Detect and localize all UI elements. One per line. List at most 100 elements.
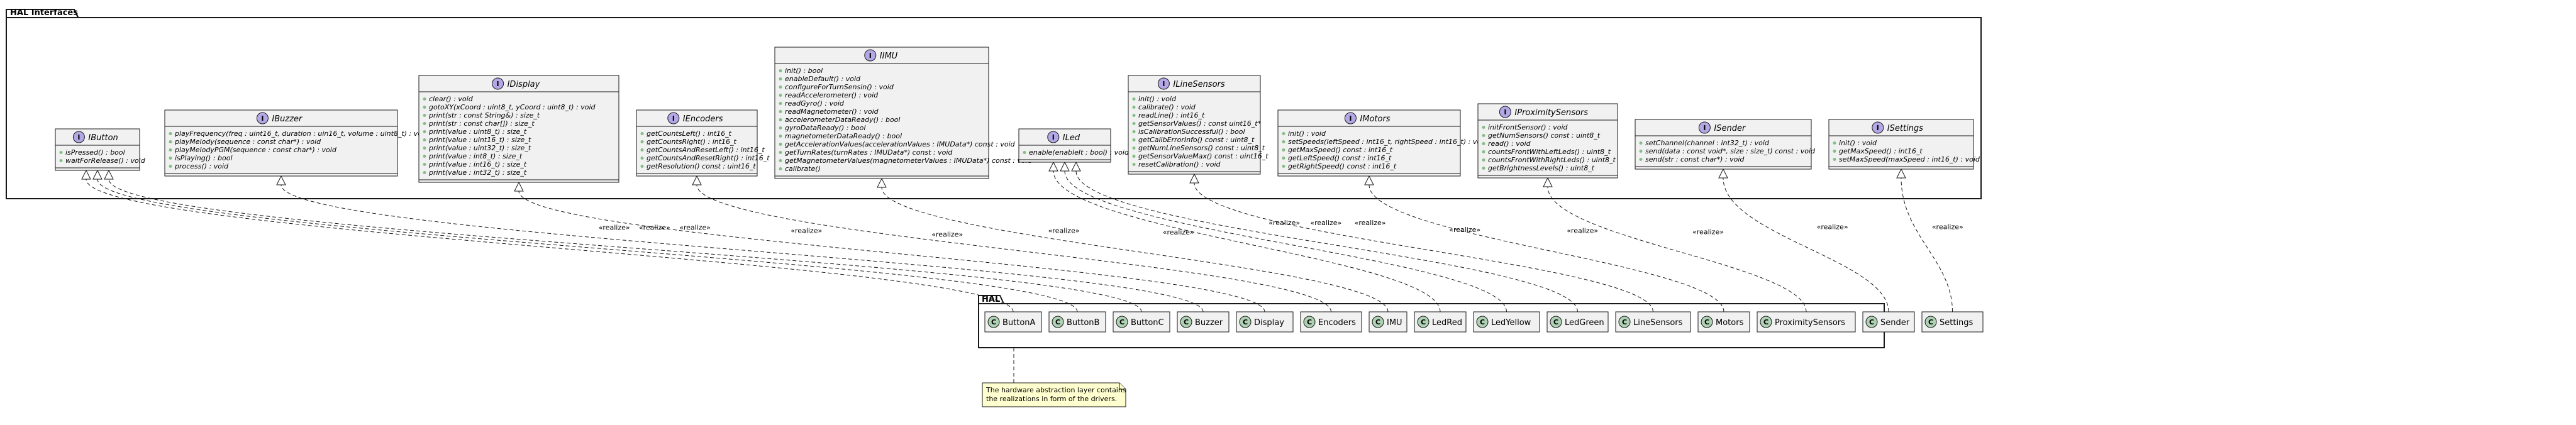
interface-badge-letter: I: [1703, 124, 1706, 132]
interface-member: process() : void: [174, 162, 229, 170]
public-member-icon: [1132, 138, 1136, 141]
interface-member: magnetometerDataReady() : bool: [785, 132, 902, 140]
public-member-icon: [1833, 158, 1836, 161]
public-member-icon: [1833, 150, 1836, 153]
public-member-icon: [1282, 165, 1285, 168]
interface-member: getResolution() const : uint16_t: [647, 162, 756, 170]
realize-label: «realize»: [679, 224, 711, 232]
interface-box: [1277, 109, 1461, 177]
interface-badge-icon: [72, 131, 85, 143]
public-member-icon: [779, 126, 782, 130]
public-member-icon: [1482, 126, 1485, 129]
public-member-icon: [1482, 150, 1485, 153]
public-member-icon: [640, 132, 644, 135]
interface-member: print(value : uint32_t) : size_t: [428, 144, 531, 152]
class-name: IMU: [1387, 318, 1402, 328]
interface-member: accelerometerDataReady() : bool: [785, 116, 900, 124]
public-member-icon: [423, 114, 426, 117]
class-badge-letter: C: [1480, 318, 1485, 326]
public-member-icon: [1023, 151, 1026, 154]
public-member-icon: [1639, 141, 1643, 145]
interface-member: getCountsRight() : int16_t: [647, 138, 737, 146]
class-badge-letter: C: [1928, 318, 1933, 326]
interface-member: print(value : int32_t) : size_t: [428, 168, 527, 177]
interface-name: IBuzzer: [272, 114, 303, 124]
interface-member: gyroDataReady() : bool: [785, 124, 865, 132]
hal-note: The hardware abstraction layer containst…: [982, 348, 1126, 407]
public-member-icon: [1132, 130, 1136, 133]
interface-member: calibrate(): [785, 165, 821, 173]
class-badge-letter: C: [1704, 318, 1709, 326]
public-member-icon: [423, 97, 426, 101]
public-member-icon: [1482, 167, 1485, 170]
interface-member: print(value : int8_t) : size_t: [428, 152, 523, 160]
realization-arrowhead: [1060, 161, 1070, 172]
interface-member: getMaxSpeed() : int16_t: [1839, 147, 1923, 155]
public-member-icon: [59, 151, 63, 154]
public-member-icon: [779, 69, 782, 72]
public-member-icon: [779, 135, 782, 138]
class-badge-letter: C: [1119, 318, 1124, 326]
class-badge-letter: C: [1243, 318, 1248, 326]
public-member-icon: [1132, 163, 1136, 166]
public-member-icon: [779, 159, 782, 162]
public-member-icon: [779, 102, 782, 105]
public-member-icon: [1132, 146, 1136, 150]
public-member-icon: [779, 77, 782, 80]
realize-label: «realize»: [1932, 223, 1963, 231]
realize-label: «realize»: [931, 231, 963, 239]
class-badge-letter: C: [1421, 318, 1426, 326]
public-member-icon: [169, 140, 172, 143]
class-badge-icon: [1417, 316, 1430, 328]
interface-member: gotoXY(xCoord : uint8_t, yCoord : uint8_…: [429, 103, 596, 111]
public-member-icon: [779, 143, 782, 146]
interface-member: init() : void: [1839, 139, 1877, 147]
realization-button-a: «realize»: [81, 169, 1014, 312]
interface-member: getCountsAndResetLeft() : int16_t: [647, 146, 765, 154]
public-member-icon: [423, 106, 426, 109]
interface-member: send(data : const void*, size : size_t) …: [1645, 147, 1816, 155]
interface-box: [418, 75, 619, 183]
public-member-icon: [779, 151, 782, 154]
interface-badge-icon: [1344, 112, 1357, 124]
public-member-icon: [1482, 134, 1485, 137]
realization-led-green: «realize»: [1071, 161, 1578, 312]
hal-interfaces-package-label: HAL Interfaces: [10, 8, 78, 18]
interface-name: ILineSensors: [1173, 80, 1224, 89]
public-member-icon: [1482, 158, 1485, 162]
class-badge-letter: C: [1869, 318, 1874, 326]
public-member-icon: [423, 163, 426, 166]
class-badge-letter: C: [1375, 318, 1380, 326]
interface-badge-icon: [864, 49, 877, 62]
interface-box: [1635, 119, 1812, 170]
interface-member: getAccelerationValues(accelerationValues…: [785, 140, 1016, 148]
class-badge-icon: [1052, 316, 1064, 328]
public-member-icon: [1639, 150, 1643, 153]
interface-name: IMotors: [1360, 114, 1390, 124]
realization-arrowhead: [104, 169, 114, 180]
public-member-icon: [1132, 97, 1136, 101]
class-name: ButtonC: [1131, 318, 1164, 328]
interface-badge-icon: [1872, 121, 1884, 134]
public-member-icon: [1282, 157, 1285, 160]
interface-badge-icon: [1499, 106, 1511, 118]
realization-arrowhead: [877, 177, 887, 188]
class-badge-icon: [1116, 316, 1128, 328]
interface-member: readLine() : int16_t: [1138, 111, 1205, 119]
interface-member: clear() : void: [429, 95, 474, 103]
class-name: ProximitySensors: [1775, 318, 1845, 328]
class-badge-letter: C: [1184, 318, 1189, 326]
public-member-icon: [779, 94, 782, 97]
interface-member: waitForRelease() : void: [65, 157, 146, 165]
realization-proximity-sensors: «realize»: [1543, 177, 1807, 312]
interface-member: getTurnRates(turnRates : IMUData*) const…: [785, 148, 953, 157]
